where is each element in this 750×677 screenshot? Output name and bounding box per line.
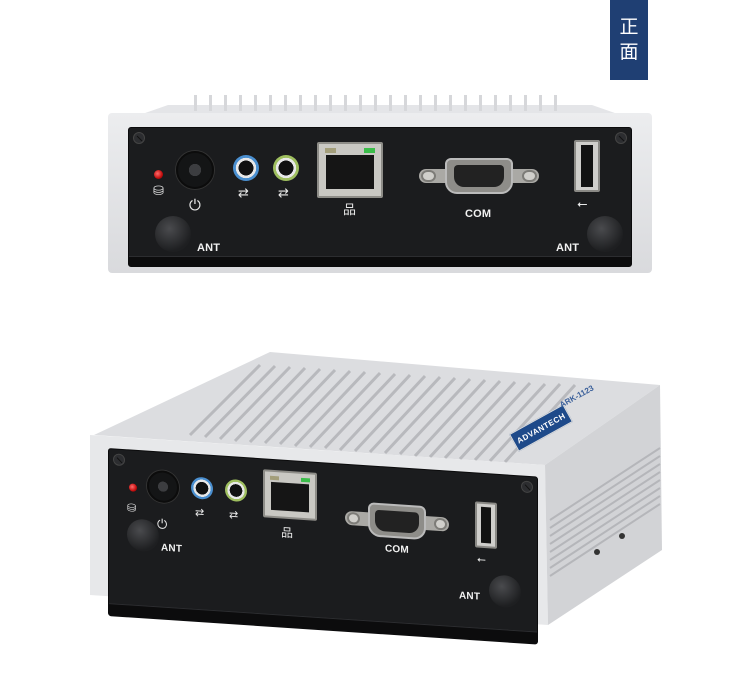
ant-label-right: ANT xyxy=(459,590,481,603)
hdd-led-icon: ⛁ xyxy=(153,184,164,199)
mic-in-jack[interactable] xyxy=(233,155,259,181)
lan-port[interactable] xyxy=(317,142,383,198)
device-front-view: ⛁ ⏻ ⇄ ⇄ 品 COM ⭠ ANT ANT xyxy=(108,95,652,275)
hdd-led xyxy=(129,483,137,492)
antenna-cap-right xyxy=(489,574,521,609)
lan-port[interactable] xyxy=(263,469,317,521)
com-label: COM xyxy=(465,208,492,220)
com-port[interactable] xyxy=(419,158,539,194)
audio-icon: ⇄ xyxy=(229,508,239,522)
usb-port[interactable] xyxy=(574,140,600,192)
network-icon: 品 xyxy=(343,203,357,218)
screw-icon xyxy=(521,480,533,494)
power-button[interactable] xyxy=(147,469,179,504)
power-button[interactable] xyxy=(176,151,214,189)
io-panel-angled: ⛁ ⏻ ⇄ ⇄ 品 COM ⭠ ANT ANT xyxy=(108,448,538,645)
com-label: COM xyxy=(385,543,409,556)
screw-icon xyxy=(615,132,627,144)
hdd-led xyxy=(154,170,163,179)
power-icon: ⏻ xyxy=(189,196,201,214)
ant-label-right: ANT xyxy=(556,242,580,254)
screw-icon xyxy=(113,453,125,467)
hdd-led-icon: ⛁ xyxy=(127,501,137,515)
com-port[interactable] xyxy=(345,501,449,542)
antenna-cap-left xyxy=(127,518,159,553)
tag-char-2: 面 xyxy=(619,41,639,63)
mic-in-jack[interactable] xyxy=(191,476,213,500)
network-icon: 品 xyxy=(281,525,294,541)
usb-icon: ⭠ xyxy=(577,197,588,212)
io-panel: ⛁ ⏻ ⇄ ⇄ 品 COM ⭠ ANT ANT xyxy=(128,127,632,267)
ant-label-left: ANT xyxy=(197,242,221,254)
tag-char-1: 正 xyxy=(619,16,639,38)
front-view-tag: 正 面 xyxy=(610,0,648,80)
usb-icon: ⭠ xyxy=(477,552,486,567)
screw-icon xyxy=(133,132,145,144)
line-out-jack[interactable] xyxy=(273,155,299,181)
panel-lip xyxy=(129,256,631,266)
device-angled-view: ADVANTECH ARK-1123 ⛁ ⏻ ⇄ ⇄ 品 COM ⭠ ANT A… xyxy=(80,340,670,645)
line-out-jack[interactable] xyxy=(225,478,247,503)
usb-port[interactable] xyxy=(475,501,497,549)
audio-icon: ⇄ xyxy=(278,186,289,201)
antenna-cap-right xyxy=(587,216,623,252)
audio-icon: ⇄ xyxy=(195,505,205,520)
ant-label-left: ANT xyxy=(161,542,183,555)
antenna-cap-left xyxy=(155,216,191,252)
audio-icon: ⇄ xyxy=(238,186,249,201)
power-icon: ⏻ xyxy=(157,517,168,533)
